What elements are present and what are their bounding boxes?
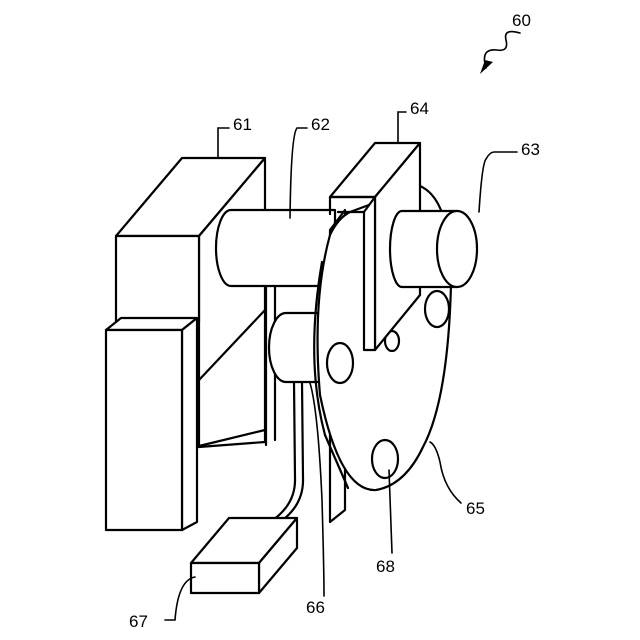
label-64: 64	[410, 99, 429, 118]
label-63: 63	[521, 140, 540, 159]
box-67	[191, 518, 297, 593]
label-68: 68	[376, 557, 395, 576]
assembly-arrow	[480, 32, 520, 74]
label-66: 66	[306, 598, 325, 617]
cylinder-63	[390, 211, 477, 287]
label-60: 60	[512, 11, 531, 30]
label-65: 65	[466, 499, 485, 518]
shaft-62	[216, 210, 335, 286]
label-61: 61	[233, 115, 252, 134]
hole-68	[372, 440, 398, 478]
label-62: 62	[311, 115, 330, 134]
label-67: 67	[129, 612, 148, 631]
